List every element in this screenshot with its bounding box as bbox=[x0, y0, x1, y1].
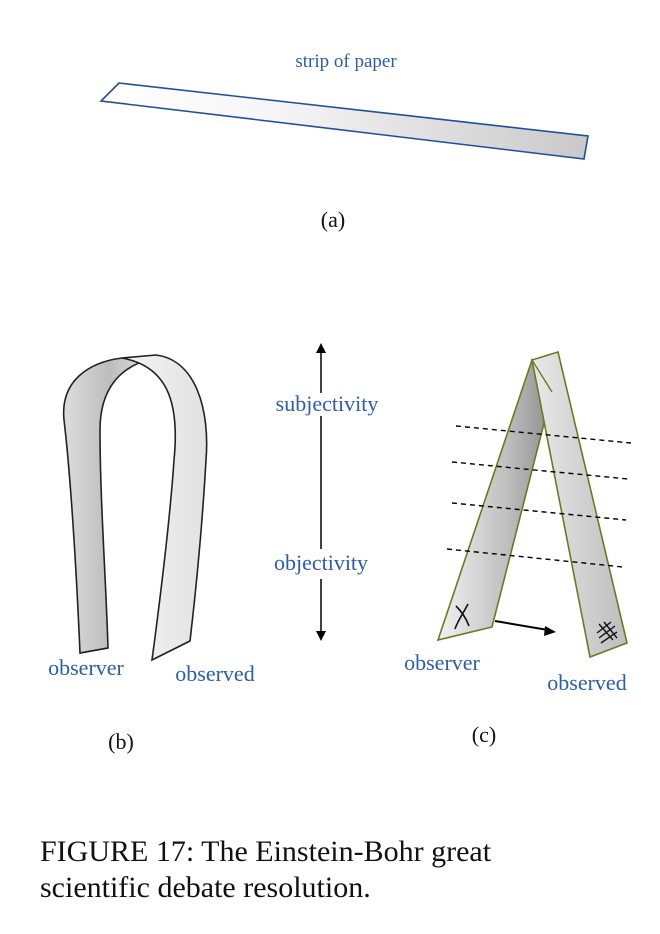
observed-mark-hatch bbox=[596, 621, 618, 644]
objectivity-label: objectivity bbox=[274, 550, 368, 575]
caption-line-2: scientific debate resolution. bbox=[40, 871, 371, 904]
panel-b-observed-label: observed bbox=[175, 661, 254, 686]
axis-up-arrow bbox=[316, 343, 326, 353]
strip-of-paper-label: strip of paper bbox=[295, 51, 397, 72]
dashed-level-lines bbox=[446, 425, 632, 568]
panel-c-label: (c) bbox=[472, 722, 496, 747]
subjectivity-objectivity-axis: subjectivity objectivity bbox=[274, 343, 378, 641]
observer-mark-x bbox=[454, 603, 470, 630]
panel-c-observer-label: observer bbox=[404, 650, 480, 675]
panel-c-observed-label: observed bbox=[547, 670, 626, 695]
panel-c: observer observed (c) bbox=[404, 350, 632, 747]
paper-strip-flat bbox=[99, 82, 589, 160]
fold-left-leg bbox=[436, 358, 553, 642]
fold-right-leg bbox=[531, 350, 628, 659]
arch-left-end bbox=[79, 647, 109, 654]
panel-b-label: (b) bbox=[108, 729, 134, 754]
figure-caption: FIGURE 17: The Einstein-Bohr great scien… bbox=[40, 834, 640, 906]
arch-outer-face bbox=[121, 354, 208, 662]
observer-to-observed-arrow bbox=[494, 620, 549, 631]
axis-down-arrow bbox=[316, 631, 326, 641]
panel-a-label: (a) bbox=[321, 207, 345, 232]
panel-a: strip of paper (a) bbox=[99, 51, 589, 232]
observer-to-observed-arrowhead bbox=[544, 626, 556, 636]
panel-b: observer observed (b) bbox=[48, 354, 255, 754]
caption-line-1: FIGURE 17: The Einstein-Bohr great bbox=[40, 835, 492, 868]
panel-b-observer-label: observer bbox=[48, 655, 124, 680]
arch-inner-face bbox=[62, 357, 157, 654]
subjectivity-label: subjectivity bbox=[276, 391, 379, 416]
arch-right-end bbox=[151, 640, 191, 661]
fold-crease bbox=[531, 359, 553, 393]
